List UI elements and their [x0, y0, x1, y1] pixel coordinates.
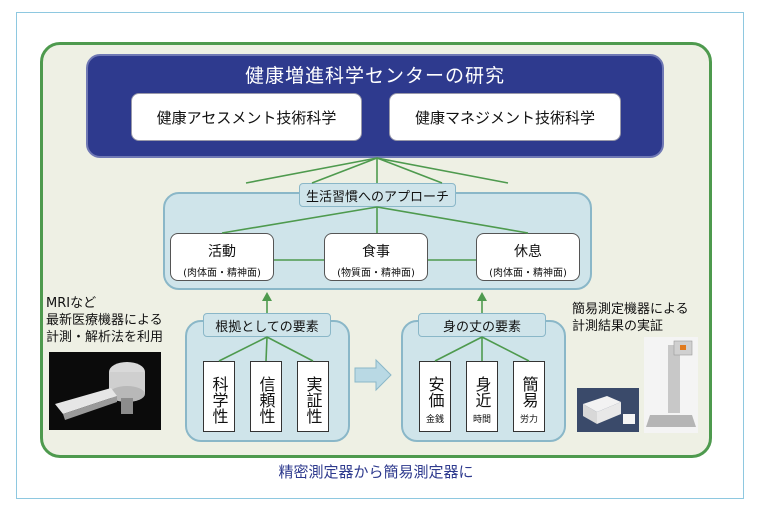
cheap-text: 安価	[425, 376, 445, 408]
evidence-label: 根拠としての要素	[203, 313, 331, 337]
reliability-box: 信頼性	[250, 361, 282, 432]
activity-title: 活動	[208, 244, 236, 260]
science-box: 科学性	[203, 361, 235, 432]
right-note: 簡易測定機器による 計測結果の実証	[572, 301, 689, 335]
rest-node: 休息 (肉体面・精神面)	[476, 233, 580, 281]
near-sub: 時間	[472, 415, 491, 425]
mri-machine-image	[49, 352, 161, 430]
near-text: 身近	[472, 376, 492, 408]
meal-sub: (物質面・精神面)	[337, 268, 415, 279]
rest-sub: (肉体面・精神面)	[489, 268, 567, 279]
reliability-text: 信頼性	[256, 376, 276, 424]
easy-text: 簡易	[519, 376, 539, 408]
meal-node: 食事 (物質面・精神面)	[324, 233, 428, 281]
approach-label: 生活習慣へのアプローチ	[299, 183, 456, 207]
management-box: 健康マネジメント技術科学	[389, 93, 621, 141]
research-title: 健康増進科学センターの研究	[244, 65, 505, 87]
proof-box: 実証性	[297, 361, 329, 432]
near-box: 身近 時間	[466, 361, 498, 432]
simple-measuring-device-image	[577, 388, 639, 432]
activity-node: 活動 (肉体面・精神面)	[170, 233, 274, 281]
activity-sub: (肉体面・精神面)	[183, 268, 261, 279]
easy-sub: 労力	[519, 415, 538, 425]
left-note-line-3: 計測・解析法を利用	[46, 330, 164, 345]
left-note: MRIなど 最新医療機器による 計測・解析法を利用	[46, 295, 163, 346]
proof-text: 実証性	[303, 376, 323, 424]
cheap-sub: 金銭	[425, 415, 444, 425]
left-note-line-1: MRIなど	[46, 296, 97, 311]
fit-label: 身の丈の要素	[418, 313, 546, 337]
outer-frame	[16, 12, 744, 499]
right-note-line-1: 簡易測定機器による	[572, 302, 689, 317]
assessment-box: 健康アセスメント技術科学	[131, 93, 362, 141]
footer-caption: 精密測定器から簡易測定器に	[278, 463, 474, 481]
right-note-line-2: 計測結果の実証	[572, 319, 664, 334]
body-composition-scale-image	[644, 337, 698, 433]
rest-title: 休息	[514, 244, 542, 260]
left-note-line-2: 最新医療機器による	[46, 313, 163, 328]
science-text: 科学性	[209, 376, 229, 424]
meal-title: 食事	[362, 244, 390, 260]
cheap-box: 安価 金銭	[419, 361, 451, 432]
easy-box: 簡易 労力	[513, 361, 545, 432]
